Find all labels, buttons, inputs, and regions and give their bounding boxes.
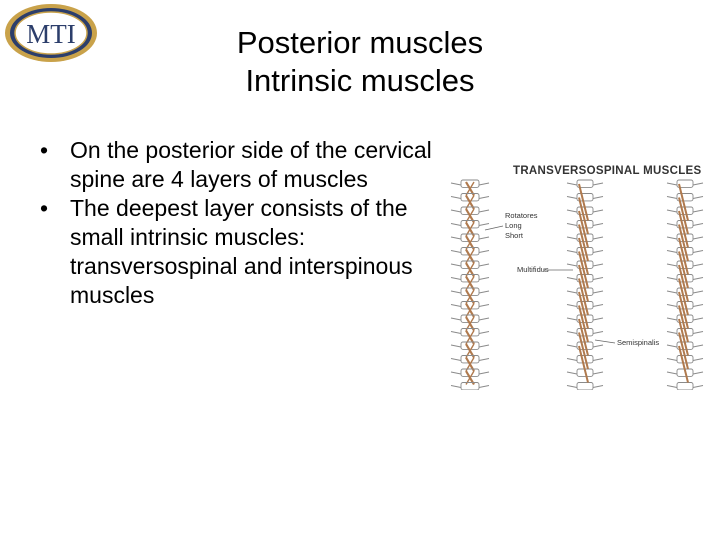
title-line-1: Posterior muscles — [236, 25, 484, 60]
logo-text: MTI — [26, 19, 76, 49]
bullet-dot: • — [40, 195, 49, 221]
bullet-list: • On the posterior side of the cervical … — [40, 136, 450, 310]
label-multifidus: Multifidus — [517, 265, 549, 274]
figure-heading: TRANSVERSOSPINAL MUSCLES — [513, 165, 701, 177]
title-line-2: Intrinsic muscles — [245, 63, 475, 98]
label-semispinalis: Semispinalis — [617, 338, 659, 347]
mti-logo: MTI — [2, 2, 100, 64]
bullet-item: • The deepest layer consists of the smal… — [40, 194, 450, 310]
label-short: Short — [505, 231, 524, 240]
bullet-text: The deepest layer consists of the small … — [70, 195, 413, 308]
slide-title: Posterior muscles Intrinsic muscles — [160, 24, 560, 100]
bullet-dot: • — [40, 137, 49, 163]
transversospinal-muscles-figure: TRANSVERSOSPINAL MUSCLES Rotatores Long … — [445, 150, 720, 391]
bullet-item: • On the posterior side of the cervical … — [40, 136, 450, 194]
left-spine-illustration — [450, 179, 490, 391]
label-rotatores: Rotatores — [505, 211, 538, 220]
right-spine-illustration — [666, 179, 704, 391]
label-long: Long — [505, 221, 522, 230]
middle-spine-illustration — [566, 179, 604, 391]
bullet-text: On the posterior side of the cervical sp… — [70, 137, 432, 192]
